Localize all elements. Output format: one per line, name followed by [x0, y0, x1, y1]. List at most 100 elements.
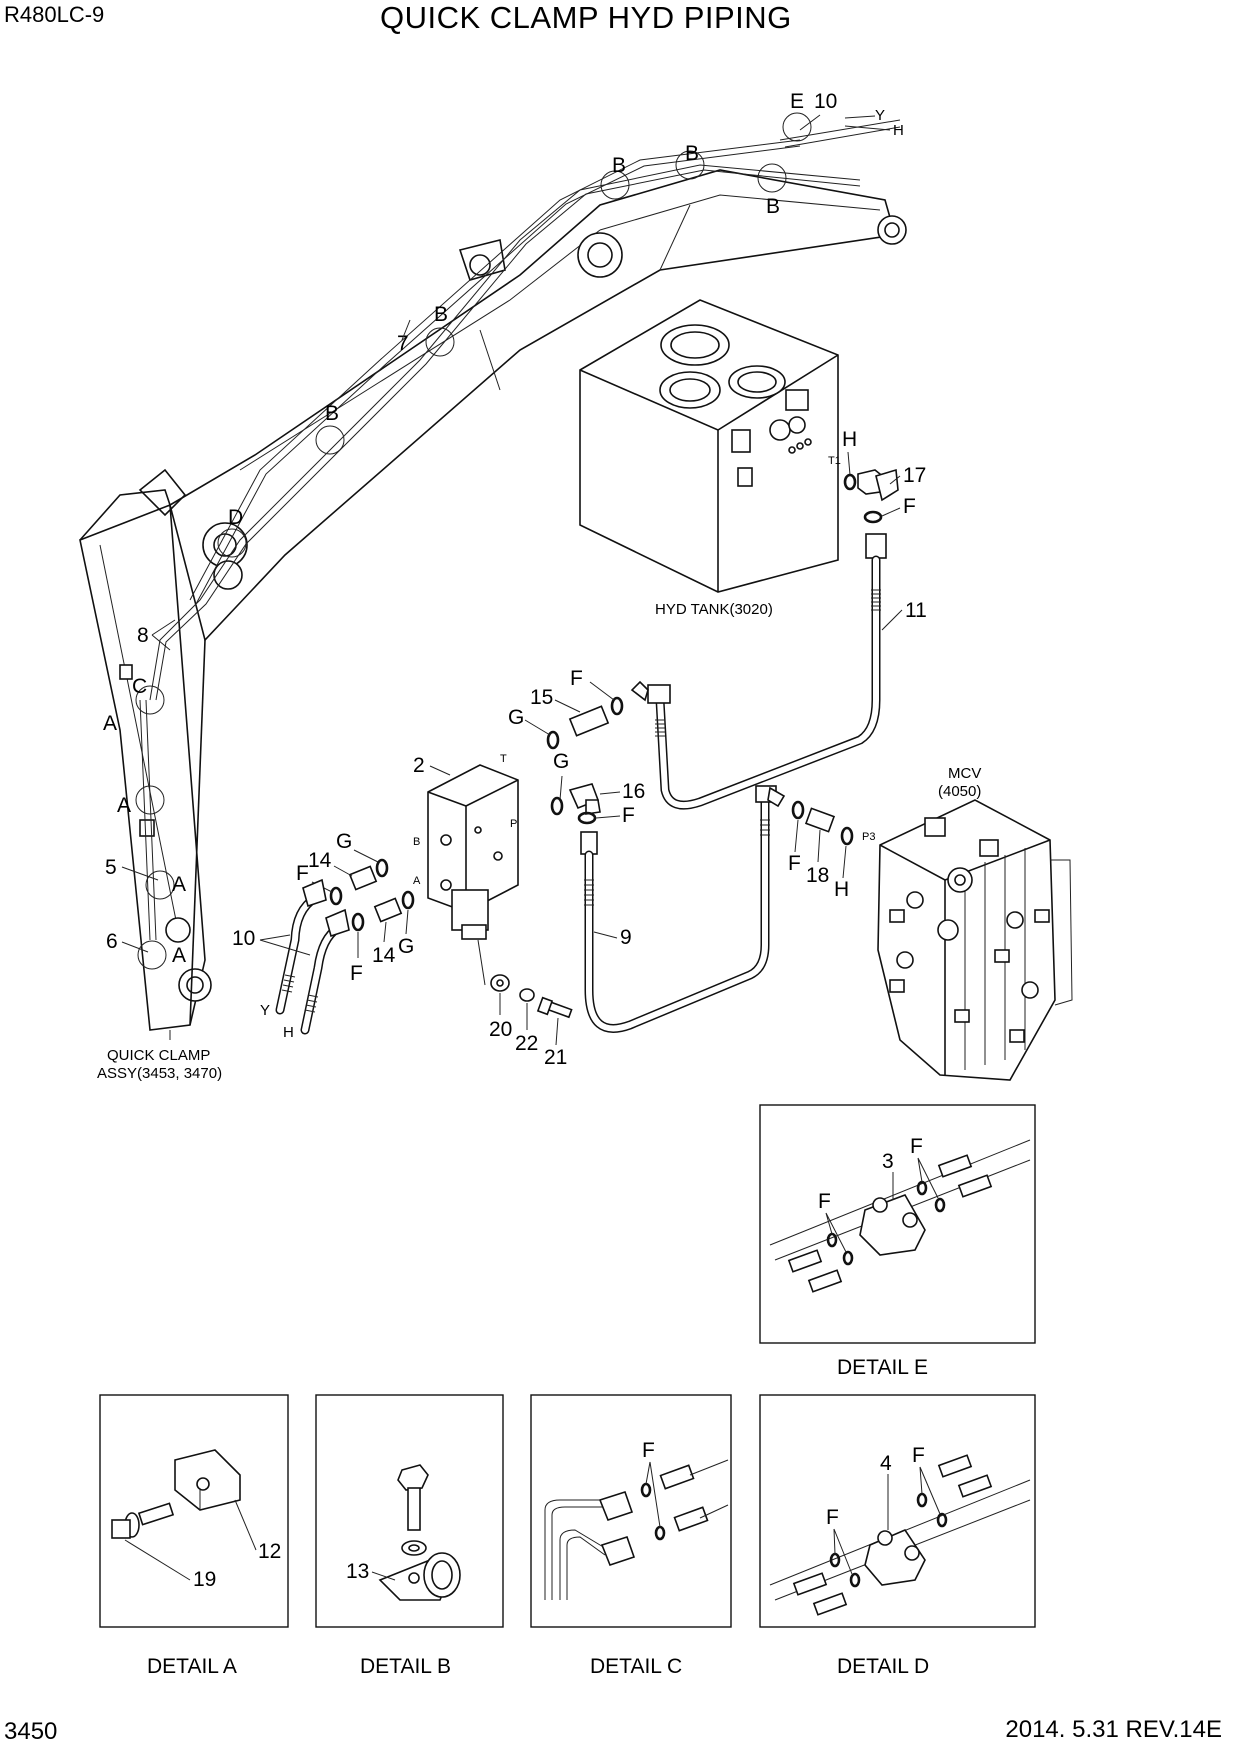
- seal-g-b: G: [336, 830, 352, 853]
- callout-6: 6: [106, 930, 118, 953]
- callout-14-b: 14: [308, 849, 332, 872]
- connector-14-b: [348, 865, 378, 891]
- detail-c: F DETAIL C: [530, 1394, 732, 1678]
- detail-a-part-19: 19: [193, 1568, 216, 1591]
- seal-f-mcv: F: [788, 852, 801, 875]
- detail-a: 12 19 DETAIL A: [99, 1394, 289, 1678]
- seal-g-a: G: [398, 935, 414, 958]
- port-y-top: Y: [875, 107, 885, 124]
- marker-a-2: A: [117, 794, 131, 817]
- quick-clamp-label-2: ASSY(3453, 3470): [97, 1065, 222, 1082]
- main-control-valve: MCV (4050): [877, 765, 1073, 1081]
- detail-e: 3 F F DETAIL E: [759, 1104, 1036, 1379]
- port-y-bottom: Y: [260, 1002, 270, 1019]
- adapter-15: [568, 705, 610, 737]
- callout-14-a: 14: [372, 944, 396, 967]
- detail-e-part-f1: F: [910, 1135, 923, 1158]
- valve-fittings: G 15 F G 16 F G 14 F G 14: [296, 667, 645, 985]
- elbow-c-2: [600, 1536, 636, 1566]
- marker-a-4: A: [172, 944, 186, 967]
- detail-a-caption: DETAIL A: [147, 1655, 237, 1678]
- detail-e-part-f2: F: [818, 1190, 831, 1213]
- callout-17: 17: [903, 464, 926, 487]
- callout-15: 15: [530, 686, 553, 709]
- hoses-10: 10 Y H: [232, 878, 350, 1041]
- drawing-title: QUICK CLAMP HYD PIPING: [380, 0, 792, 35]
- callout-5: 5: [105, 856, 117, 879]
- seal-f-a: F: [350, 962, 363, 985]
- quick-clamp-label-1: QUICK CLAMP: [107, 1047, 210, 1064]
- mcv-fittings: F 18 H P3: [788, 800, 875, 901]
- marker-a-1: A: [103, 712, 117, 735]
- callout-22: 22: [515, 1032, 538, 1055]
- callout-8: 8: [137, 624, 149, 647]
- connector-14-a: [373, 897, 403, 923]
- marker-b-2: B: [685, 142, 699, 165]
- detail-a-part-12: 12: [258, 1540, 281, 1563]
- marker-d: D: [228, 506, 243, 529]
- marker-c: C: [132, 675, 147, 698]
- hyd-tank-label: HYD TANK(3020): [655, 601, 773, 618]
- seal-g-p: G: [553, 750, 569, 773]
- port-h-top: H: [893, 122, 904, 139]
- marker-b-4: B: [434, 303, 448, 326]
- seal-f-b: F: [296, 862, 309, 885]
- callout-2: 2: [413, 754, 425, 777]
- callout-11: 11: [905, 599, 927, 622]
- port-p: P: [510, 818, 517, 830]
- detail-d: 4 F F DETAIL D: [759, 1394, 1036, 1678]
- callout-7: 7: [397, 332, 409, 355]
- port-b: B: [413, 836, 420, 848]
- detail-b-part-13: 13: [346, 1560, 369, 1583]
- seal-f-tank: F: [903, 495, 916, 518]
- detail-c-part-f: F: [642, 1439, 655, 1462]
- boom-callouts: 10 Y H 7 8 5 6 QUICK CLAMP ASSY(3453, 34…: [97, 90, 904, 1082]
- return-line-group: H 17 F 11: [630, 428, 927, 810]
- port-p3: P3: [862, 831, 875, 843]
- port-t: T: [500, 753, 507, 765]
- detail-d-caption: DETAIL D: [837, 1655, 929, 1678]
- hose-9: [584, 795, 770, 1033]
- callout-18: 18: [806, 864, 829, 887]
- callout-9: 9: [620, 926, 632, 949]
- seal-f-p: F: [622, 804, 635, 827]
- elbow-c-1: [598, 1491, 634, 1521]
- port-a: A: [413, 875, 421, 887]
- boom-piping: [139, 119, 901, 941]
- port-t1: T1: [828, 455, 841, 467]
- seal-g-t: G: [508, 706, 524, 729]
- callout-20: 20: [489, 1018, 512, 1041]
- detail-b: 13 DETAIL B: [315, 1394, 504, 1678]
- revision-date: 2014. 5.31 REV.14E: [1005, 1716, 1222, 1743]
- bolt-19: [111, 1519, 131, 1539]
- solenoid-valve-2: 2 T P B A: [413, 753, 519, 986]
- seal-f-t: F: [570, 667, 583, 690]
- detail-markers: B B B B B D C A A A A E: [103, 90, 812, 970]
- detail-c-caption: DETAIL C: [590, 1655, 682, 1678]
- port-h-bottom: H: [283, 1024, 294, 1041]
- detail-b-caption: DETAIL B: [360, 1655, 451, 1678]
- marker-e: E: [790, 90, 804, 113]
- hydraulic-tank: HYD TANK(3020) T1: [579, 299, 841, 618]
- callout-10-top: 10: [814, 90, 837, 113]
- detail-d-part-f2: F: [826, 1506, 839, 1529]
- page-number: 3450: [4, 1718, 58, 1745]
- callout-10: 10: [232, 927, 255, 950]
- model-number: R480LC-9: [4, 2, 105, 27]
- callout-21: 21: [544, 1046, 567, 1069]
- detail-e-part-3: 3: [882, 1150, 894, 1173]
- detail-d-part-4: 4: [880, 1452, 892, 1475]
- connector-18: [804, 807, 836, 833]
- mounting-hardware: 20 22 21: [489, 974, 573, 1069]
- marker-b-5: B: [325, 402, 339, 425]
- hose-fitting-11: [865, 533, 887, 559]
- detail-e-caption: DETAIL E: [837, 1356, 928, 1379]
- marker-a-3: A: [172, 873, 186, 896]
- callout-16: 16: [622, 780, 645, 803]
- detail-d-part-f1: F: [912, 1444, 925, 1467]
- seal-h-mcv: H: [834, 878, 849, 901]
- marker-b-3: B: [766, 195, 780, 218]
- bolt-head-b: [397, 1464, 429, 1491]
- mcv-label-2: (4050): [938, 783, 981, 800]
